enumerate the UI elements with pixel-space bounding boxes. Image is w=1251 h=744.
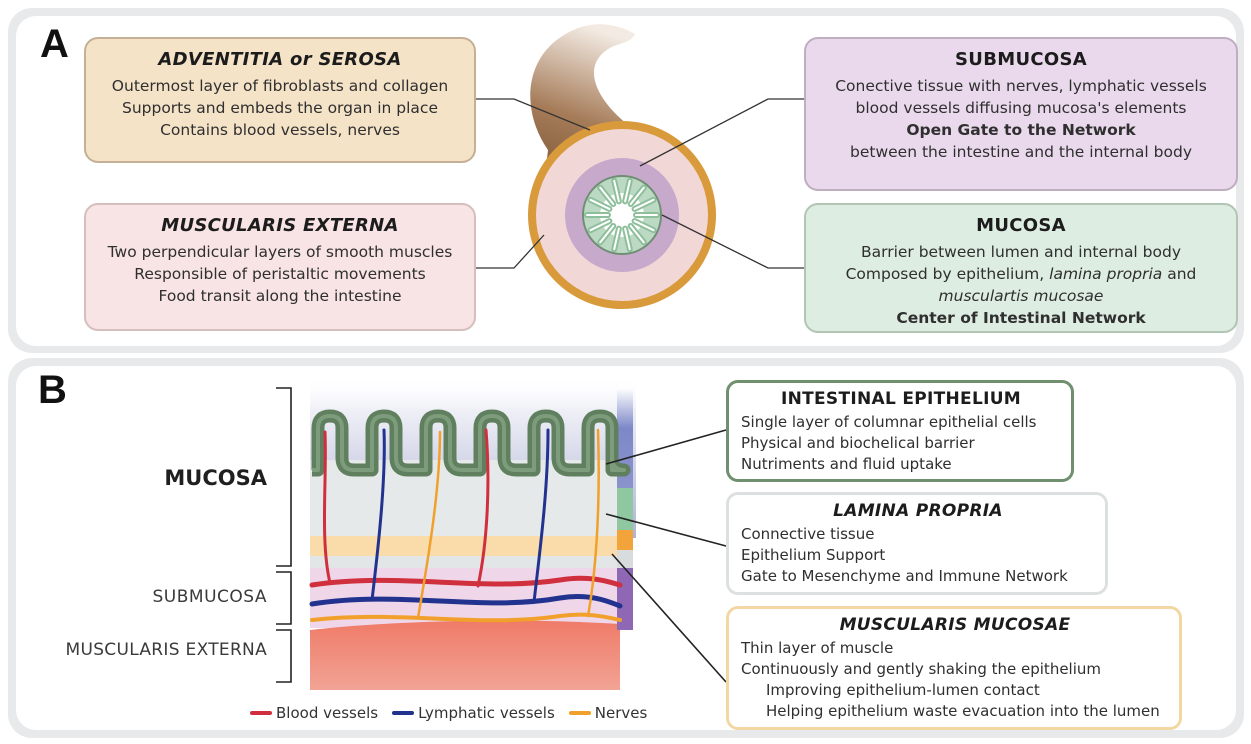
muscularis-mucosae-indent-1: Improving epithelium-lumen contact	[766, 681, 1040, 699]
muscularis-externa-line-3: Food transit along the intestine	[158, 287, 402, 305]
legend-blood-label: Blood vessels	[276, 704, 379, 722]
muscularis-externa-label: MUSCULARIS EXTERNA	[65, 640, 267, 660]
muscularis-externa-box: MUSCULARIS EXTERNA Two perpendicular lay…	[84, 203, 476, 331]
submucosa-box: SUBMUCOSA Conective tissue with nerves, …	[804, 37, 1238, 191]
nerve-branch-1	[416, 430, 442, 620]
adventitia-line-3: Contains blood vessels, nerves	[160, 121, 400, 139]
legend-lymph: Lymphatic vessels	[392, 704, 555, 722]
panel-a-connectors	[475, 98, 805, 269]
intestinal-epithelium-line-3: Nutriments and fluid uptake	[741, 455, 952, 473]
intestinal-epithelium-line-1: Single layer of columnar epithelial cell…	[741, 413, 1037, 431]
villus-core	[613, 227, 620, 251]
villus-core	[589, 198, 611, 210]
blood-swatch	[250, 711, 272, 715]
submucosa-title: SUBMUCOSA	[955, 49, 1087, 70]
intestine-cross-section	[528, 24, 716, 309]
villus-core	[629, 186, 645, 206]
nerve-swatch	[568, 711, 591, 715]
side-strip-orange	[617, 530, 633, 550]
adventitia-line-2: Supports and embeds the organ in place	[121, 99, 438, 117]
intestinal-epithelium-box: INTESTINAL EPITHELIUM Single layer of co…	[726, 380, 1074, 482]
submucosa-last-line: between the intestine and the internal b…	[850, 143, 1192, 161]
mucosa-title: MUCOSA	[976, 215, 1066, 236]
submucosa-line-2: blood vessels diffusing mucosa's element…	[855, 99, 1187, 117]
panel-a-letter: A	[40, 22, 69, 66]
legend-blood: Blood vessels	[250, 704, 378, 722]
intestinal-epithelium-title: INTESTINAL EPITHELIUM	[780, 389, 1022, 409]
adventitia-box: ADVENTITIA or SEROSA Outermost layer of …	[84, 37, 476, 163]
muscularis-mucosae-line-1: Thin layer of muscle	[741, 639, 894, 657]
side-strip-blue	[617, 388, 633, 488]
vessels	[309, 428, 623, 623]
lymphatic-vessel-branch-1	[370, 428, 386, 602]
villus-core	[589, 220, 611, 232]
submucosa-line-1: Conective tissue with nerves, lymphatic …	[835, 77, 1207, 95]
villus-core	[624, 227, 631, 251]
panel-b-letter: B	[38, 368, 67, 412]
mucosa-box: MUCOSA Barrier between lumen and interna…	[804, 203, 1238, 333]
lumen-villi	[584, 177, 660, 253]
panel-b-connectors	[605, 429, 727, 683]
epithelium-inner	[312, 414, 626, 472]
muscularis-mucosae-title: MUSCULARIS MUCOSAE	[839, 615, 1071, 635]
lamina-propria-line-1: Connective tissue	[741, 525, 875, 543]
lamina-propria-bold-line: Gate to Mesenchyme and Immune Network	[741, 567, 1068, 585]
blood-vessel-branch-2	[476, 428, 490, 588]
vessel-legend: Blood vessels Lymphatic vessels Nerves	[250, 704, 661, 722]
submucosa-bold-line: Open Gate to the Network	[906, 121, 1136, 139]
villus-core	[629, 224, 645, 244]
mucosa-line-2b: lamina propria	[1049, 265, 1163, 283]
legend-nerves-label: Nerves	[594, 704, 648, 722]
lamina-lower-band	[310, 556, 620, 570]
villus-core	[599, 224, 615, 244]
lamina-propria-line-2: Epithelium Support	[741, 546, 886, 564]
tissue-section	[276, 372, 640, 690]
adventitia-title: ADVENTITIA or SEROSA	[158, 49, 402, 70]
lymph-swatch	[392, 711, 415, 715]
blood-vessel-main	[309, 575, 623, 588]
side-strip-grey	[617, 550, 633, 568]
villus-core	[633, 198, 655, 210]
submucosa-label: SUBMUCOSA	[152, 587, 267, 607]
villus-core	[613, 179, 620, 203]
muscularis-externa-line-2: Responsible of peristaltic movements	[134, 265, 426, 283]
lamina-propria-title: LAMINA PROPRIA	[833, 501, 1003, 521]
brackets	[276, 387, 292, 683]
top-fade	[300, 372, 640, 412]
muscularis-mucosae-box: MUSCULARIS MUCOSAE Thin layer of muscle …	[726, 606, 1182, 730]
lamina-propria-box: LAMINA PROPRIA Connective tissue Epithel…	[726, 492, 1108, 595]
blood-vessel-branch-1	[322, 430, 332, 585]
mucosa-line-2a: Composed by epithelium,	[845, 265, 1050, 283]
mucosa-bold-line: Center of Intestinal Network	[896, 309, 1146, 327]
mucosa-line-1: Barrier between lumen and internal body	[860, 243, 1182, 261]
muscularis-mucosae-line-2: Continuously and gently shaking the epit…	[741, 660, 1102, 678]
villus-core	[599, 186, 615, 206]
mucosa-label: MUCOSA	[164, 466, 267, 490]
muscularis-externa-line-1: Two perpendicular layers of smooth muscl…	[107, 243, 453, 261]
muscularis-externa-title: MUSCULARIS EXTERNA	[161, 215, 399, 236]
lymphatic-vessel-branch-2	[532, 428, 550, 604]
nerve-main	[310, 612, 622, 623]
mucosa-line-2: Composed by epithelium, lamina propria a…	[806, 263, 1236, 285]
adventitia-line-1: Outermost layer of fibroblasts and colla…	[111, 77, 449, 95]
muscularis-externa-area	[310, 620, 620, 690]
legend-lymph-label: Lymphatic vessels	[418, 704, 555, 722]
mucosa-line-2c: and	[1162, 265, 1197, 283]
nerve-branch-2	[586, 428, 600, 618]
villus-core	[624, 179, 631, 203]
muscularis-mucosae-band	[310, 536, 620, 558]
intestinal-epithelium-line-2: Physical and biochelical barrier	[741, 434, 975, 452]
mucosa-line-3: musculartis mucosae	[938, 287, 1104, 305]
legend-nerves: Nerves	[568, 704, 648, 722]
villus-core	[633, 220, 655, 232]
muscularis-mucosae-indent-2: Helping epithelium waste evacuation into…	[766, 702, 1160, 720]
side-strip-green	[617, 488, 633, 530]
